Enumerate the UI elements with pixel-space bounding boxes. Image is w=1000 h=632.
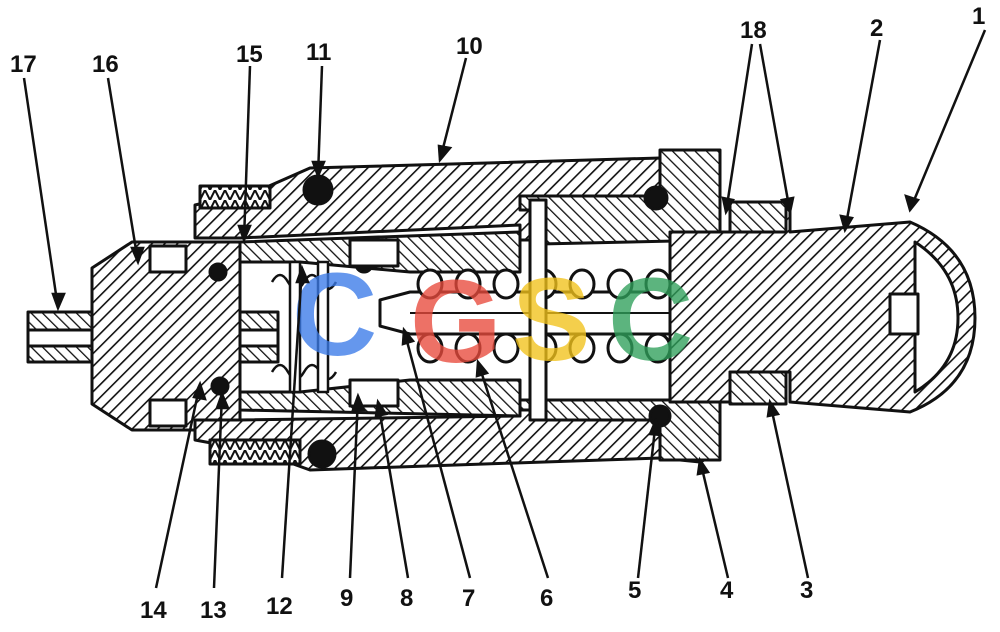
assembly-drawing (26, 148, 977, 472)
callout-1: 1 (972, 3, 985, 30)
callout-3: 3 (800, 577, 813, 604)
callout-14: 14 (140, 597, 167, 624)
callout-10: 10 (456, 33, 483, 60)
callout-labels: 1 2 3 4 5 6 7 8 9 10 11 12 13 14 15 16 1… (10, 3, 985, 624)
callout-4: 4 (720, 577, 734, 604)
watermark-letter-4: C (608, 254, 693, 386)
watermark-letter-2: G (410, 256, 502, 388)
callout-15: 15 (236, 41, 263, 68)
callout-11: 11 (306, 39, 331, 66)
watermark-letter-3: S (512, 254, 591, 386)
callout-16: 16 (92, 51, 119, 78)
poppet (348, 238, 400, 408)
callout-12: 12 (266, 593, 293, 620)
callout-2: 2 (870, 15, 883, 42)
watermark-letter-1: C (292, 249, 377, 381)
callout-9: 9 (340, 585, 353, 612)
callout-8: 8 (400, 585, 413, 612)
end-cap (668, 200, 977, 414)
watermark: C G S C (292, 249, 693, 388)
callout-6: 6 (540, 585, 553, 612)
callout-7: 7 (462, 585, 475, 612)
small-spring (270, 260, 338, 394)
callout-13: 13 (200, 597, 227, 624)
callout-18: 18 (740, 17, 767, 44)
leader-lines (22, 29, 987, 589)
callout-17: 17 (10, 51, 37, 78)
o-rings (208, 174, 672, 469)
callout-5: 5 (628, 577, 641, 604)
end-fitting (90, 240, 242, 432)
